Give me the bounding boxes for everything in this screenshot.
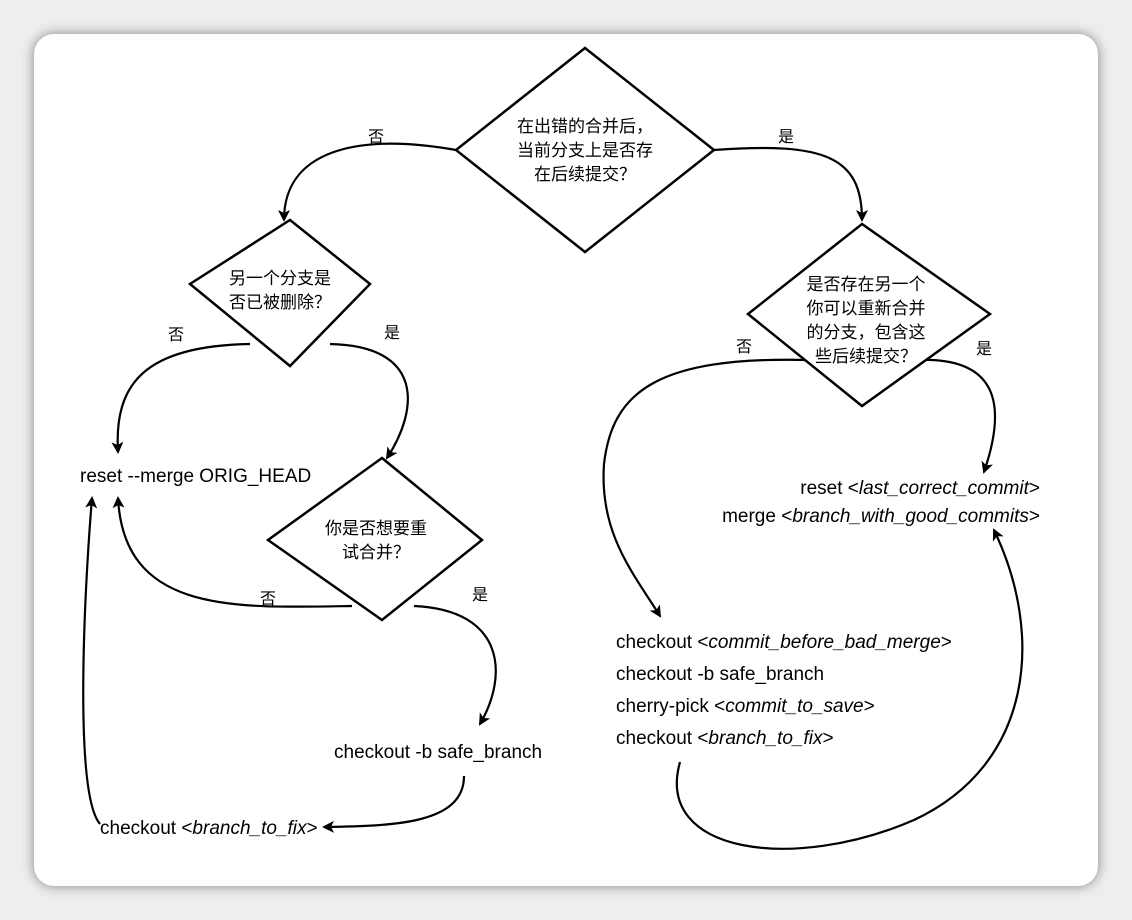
- d1-line-1: 在出错的合并后，: [517, 117, 653, 137]
- command-checkout-commit-before-bad-merge: checkout <commit_before_bad_merge>: [616, 632, 952, 653]
- d4-line-3: 的分支，包含这: [807, 323, 926, 343]
- label-d1-no: 否: [368, 127, 384, 146]
- decision-d3: 你是否想要重 试合并？: [265, 456, 484, 622]
- edge-labels: 否 是 否 是 否 是 否 是: [168, 127, 992, 608]
- d2-line-2: 否已被删除？: [229, 293, 331, 313]
- label-d1-yes: 是: [778, 127, 794, 146]
- edge-d3-no: [112, 496, 353, 608]
- d4-line-4: 些后续提交？: [815, 347, 917, 367]
- edge-fix-to-reset: [82, 496, 101, 825]
- d4-line-1: 是否存在另一个: [807, 275, 926, 295]
- label-d2-no: 否: [168, 325, 184, 344]
- edge-d3-yes: [413, 604, 497, 726]
- edge-fix-to-merge: [675, 528, 1024, 850]
- d3-line-1: 你是否想要重: [325, 519, 427, 539]
- label-d4-no: 否: [736, 337, 752, 356]
- edge-d4-no: [602, 358, 809, 618]
- diagram-card: 在出错的合并后， 当前分支上是否存 在后续提交？ 另一个分支是 否已被删除？ 你…: [34, 34, 1098, 886]
- edge-d2-yes: [329, 342, 409, 460]
- command-checkout-safe-branch-right: checkout -b safe_branch: [616, 664, 824, 685]
- label-d4-yes: 是: [976, 339, 992, 358]
- decision-d4: 是否存在另一个 你可以重新合并 的分支，包含这 些后续提交？: [745, 222, 993, 408]
- decision-d1: 在出错的合并后， 当前分支上是否存 在后续提交？: [453, 46, 717, 254]
- edges: [82, 142, 1024, 850]
- d1-line-3: 在后续提交？: [534, 165, 636, 185]
- label-d3-yes: 是: [472, 585, 488, 604]
- label-d2-yes: 是: [384, 323, 400, 342]
- command-reset-merge-orig-head: reset --merge ORIG_HEAD: [80, 466, 311, 487]
- command-merge-branch-with-good-commits: merge <branch_with_good_commits>: [722, 506, 1040, 527]
- commands: reset --merge ORIG_HEAD checkout -b safe…: [80, 466, 1040, 839]
- edge-d4-yes: [913, 358, 997, 474]
- command-checkout-branch-to-fix-right: checkout <branch_to_fix>: [616, 728, 834, 749]
- decision-d2: 另一个分支是 否已被删除？: [187, 218, 372, 368]
- git-merge-recovery-flowchart: 在出错的合并后， 当前分支上是否存 在后续提交？ 另一个分支是 否已被删除？ 你…: [80, 46, 1040, 850]
- d1-line-2: 当前分支上是否存: [517, 141, 653, 161]
- command-checkout-branch-to-fix-left: checkout <branch_to_fix>: [100, 818, 318, 839]
- edge-d2-no: [111, 342, 251, 454]
- d4-line-2: 你可以重新合并: [807, 299, 926, 319]
- edge-d1-yes: [713, 146, 868, 222]
- edge-safe-to-fix: [322, 775, 466, 833]
- command-cherry-pick-commit-to-save: cherry-pick <commit_to_save>: [616, 696, 875, 717]
- d3-line-2: 试合并？: [342, 543, 410, 563]
- d2-line-1: 另一个分支是: [229, 269, 331, 289]
- edge-d1-no: [278, 142, 457, 222]
- command-checkout-safe-branch-left: checkout -b safe_branch: [334, 742, 542, 763]
- label-d3-no: 否: [260, 589, 276, 608]
- command-reset-last-correct-commit: reset <last_correct_commit>: [800, 478, 1040, 499]
